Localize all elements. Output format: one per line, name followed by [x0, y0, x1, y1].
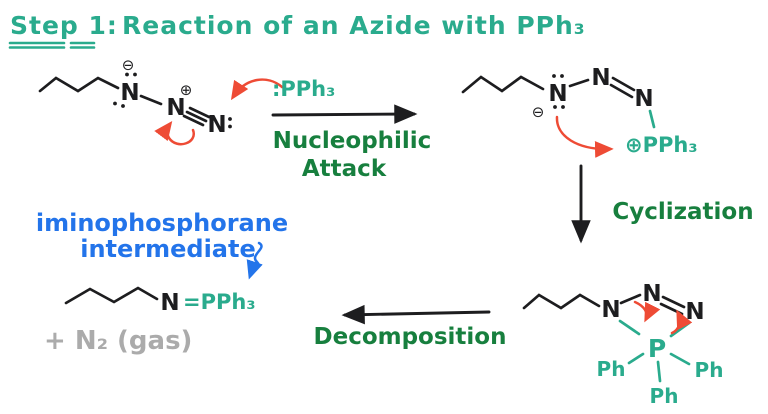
n2-n3-triple-bond — [185, 110, 208, 123]
azide-n1-atom: N — [120, 80, 139, 106]
annotation-pointer-arrow — [246, 241, 263, 280]
n3-p-bond — [648, 109, 656, 129]
free-pph3-label: :PPh₃ — [272, 77, 335, 101]
lone-pair-dot — [133, 72, 137, 77]
title-text: Reaction of an Azide with PPh₃ — [122, 11, 586, 40]
butyl-chain-bonds — [461, 75, 545, 94]
molecule-phosphazide-adduct: N ⊖ N N ⊕PPh₃ — [461, 65, 698, 158]
step2-label: Cyclization — [612, 199, 753, 225]
reaction-step-2: Cyclization — [571, 164, 754, 244]
lone-pair-dot — [553, 105, 557, 109]
ph-left-label: Ph — [597, 357, 626, 381]
lone-pair-dot — [113, 101, 117, 106]
annotation-line2: intermediate — [80, 235, 256, 263]
adduct-minus-charge: ⊖ — [532, 103, 545, 121]
lone-pair-dot — [121, 104, 125, 108]
electron-push-arrow — [633, 300, 661, 323]
title: Step 1: Reaction of an Azide with PPh₃ — [8, 11, 586, 49]
molecule-butyl-azide: N ⊖ N ⊕ N — [38, 56, 232, 146]
electron-push-arrow — [154, 120, 195, 146]
ring-n1-atom: N — [601, 297, 620, 323]
n1-n2-bond — [139, 94, 163, 106]
adduct-n2-atom: N — [591, 65, 610, 91]
molecule-triazaphosphetidine-ring: N N N P Ph Ph Ph — [522, 281, 724, 408]
butyl-chain-bonds — [64, 286, 159, 305]
azide-plus-charge: ⊕ — [180, 81, 193, 99]
ring-n2-atom: N — [642, 281, 661, 307]
n1-n2-bond — [619, 293, 642, 305]
nucleophile-attack-arrow — [230, 78, 284, 101]
p-ph-bottom-bond — [656, 360, 662, 383]
n2-n3-double-bond — [609, 83, 634, 99]
n2-n3-triple-bond — [188, 106, 211, 119]
lone-pair-dot — [228, 124, 232, 129]
byproduct-label: + N₂ (gas) — [44, 326, 192, 356]
ph-bottom-label: Ph — [650, 384, 679, 408]
electron-push-arrow — [670, 309, 693, 335]
ring-n3-atom: N — [685, 299, 704, 325]
p-ph-right-bond — [669, 352, 691, 366]
n2-n3-double-bond — [661, 295, 686, 309]
step1-label-line1: Nucleophilic — [273, 128, 432, 154]
butyl-chain-bonds — [522, 293, 601, 310]
ph-right-label: Ph — [695, 358, 724, 382]
lone-pair-dot — [228, 117, 232, 121]
electron-push-arrow — [555, 115, 614, 158]
n1-n2-bond — [568, 78, 590, 88]
n1-p-bond — [618, 319, 641, 336]
product-pph3-label: =PPh₃ — [183, 290, 256, 314]
reaction-step-1: Nucleophilic Attack — [271, 104, 432, 182]
lone-pair-dot — [560, 74, 564, 78]
p-ph-left-bond — [627, 352, 645, 365]
adduct-n1-atom: N — [548, 81, 567, 107]
step3-label: Decomposition — [314, 324, 507, 350]
adduct-pph3-label: ⊕PPh₃ — [625, 133, 698, 157]
butyl-chain-bonds — [38, 76, 120, 93]
reaction-arrow-left — [341, 304, 491, 325]
azide-minus-charge: ⊖ — [122, 56, 135, 74]
reaction-arrow-right — [271, 104, 418, 124]
n2-n3-triple-bond — [182, 114, 205, 127]
title-step-label: Step 1: — [10, 11, 118, 40]
azide-n2-atom: N — [166, 95, 185, 121]
reaction-step-3: Decomposition — [314, 304, 507, 350]
step1-label-line2: Attack — [302, 156, 387, 182]
molecule-iminophosphorane: N =PPh₃ + N₂ (gas) — [44, 286, 256, 356]
azide-n3-atom: N — [207, 112, 226, 138]
adduct-n3-atom: N — [634, 86, 653, 112]
reagent-pph3: :PPh₃ — [230, 77, 335, 101]
product-n-atom: N — [160, 290, 179, 316]
lone-pair-dot — [552, 74, 556, 78]
annotation-iminophosphorane: iminophosphorane intermediate — [36, 209, 288, 280]
annotation-line1: iminophosphorane — [36, 209, 288, 237]
ring-p-atom: P — [648, 334, 666, 363]
lone-pair-dot — [561, 105, 565, 109]
n2-n3-double-bond — [611, 76, 636, 92]
lone-pair-dot — [125, 72, 129, 77]
